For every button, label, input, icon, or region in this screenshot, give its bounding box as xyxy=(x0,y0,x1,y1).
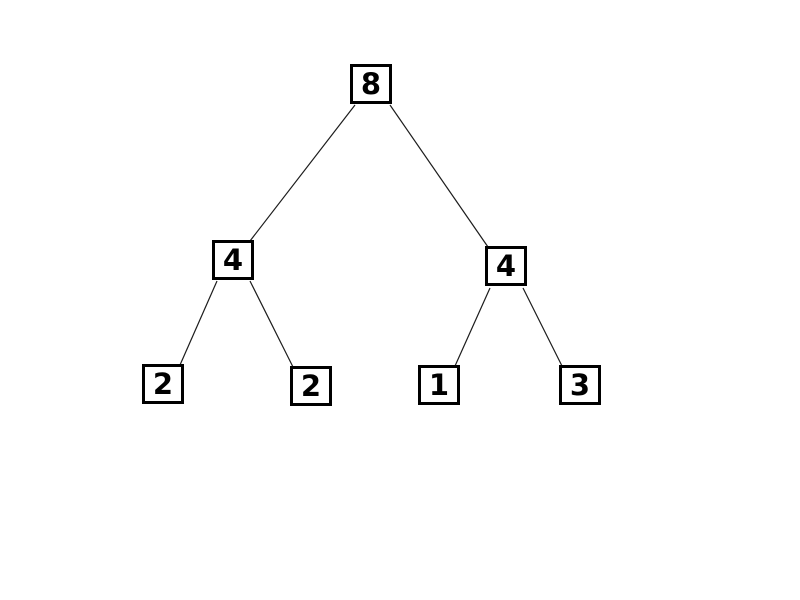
tree-node-right: 4 xyxy=(485,246,527,286)
edge-right-rightright xyxy=(522,287,563,367)
edge-right-rightleft xyxy=(454,287,491,367)
tree-node-left-left: 2 xyxy=(142,364,184,404)
tree-node-root: 8 xyxy=(350,64,392,104)
tree-node-left-right: 2 xyxy=(290,366,332,406)
edge-root-right xyxy=(389,104,489,248)
edge-left-leftleft xyxy=(179,280,218,366)
edge-left-leftright xyxy=(249,280,294,368)
tree-node-right-left: 1 xyxy=(418,365,460,405)
tree-node-right-right: 3 xyxy=(559,365,601,405)
edge-root-left xyxy=(249,104,356,242)
tree-node-left: 4 xyxy=(212,240,254,280)
